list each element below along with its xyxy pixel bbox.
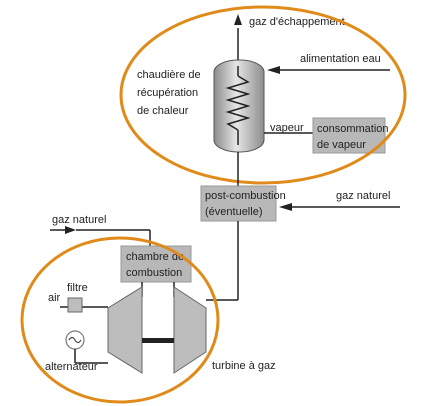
compressor	[107, 286, 143, 374]
heat-exchanger-coil-icon	[225, 66, 251, 145]
label-boiler-line3: de chaleur	[137, 105, 189, 117]
label-alternator: alternateur	[45, 361, 98, 373]
label-consumption-line1: consommation	[317, 123, 389, 135]
heat-recovery-boiler	[213, 59, 265, 153]
exhaust-gas-line	[234, 14, 242, 66]
post-combustion-box	[200, 185, 277, 222]
label-gas-turbine: turbine à gaz	[212, 360, 276, 372]
label-water-supply: alimentation eau	[300, 53, 381, 65]
label-consumption-line2: de vapeur	[317, 139, 366, 151]
water-supply-line	[267, 66, 390, 74]
label-exhaust-gas: gaz d'échappement	[249, 16, 345, 28]
boiler-highlight-ellipse	[119, 5, 407, 185]
label-boiler-line1: chaudière de	[137, 69, 201, 81]
label-post-combustion-line1: post-combustion	[205, 190, 286, 202]
natural-gas-left-line	[50, 226, 151, 246]
label-combustion-chamber-line2: combustion	[126, 267, 182, 279]
combustion-chamber-box	[120, 245, 192, 283]
gas-turbine	[173, 286, 207, 374]
steam-consumption-box	[312, 117, 386, 154]
turbine-shaft	[142, 338, 174, 343]
label-post-combustion-line2: (éventuelle)	[205, 206, 262, 218]
label-natural-gas-left: gaz naturel	[52, 214, 106, 226]
natural-gas-right-line	[279, 203, 400, 211]
filter-icon	[67, 297, 83, 313]
alternator-sine-icon	[65, 330, 85, 350]
label-filter: filtre	[67, 282, 88, 294]
label-boiler-line2: récupération	[137, 87, 198, 99]
label-natural-gas-right: gaz naturel	[336, 190, 390, 202]
label-steam: vapeur	[270, 122, 304, 134]
label-air: air	[48, 292, 61, 304]
label-combustion-chamber-line1: chambre de	[126, 251, 184, 263]
turbine-highlight-ellipse	[20, 236, 220, 404]
